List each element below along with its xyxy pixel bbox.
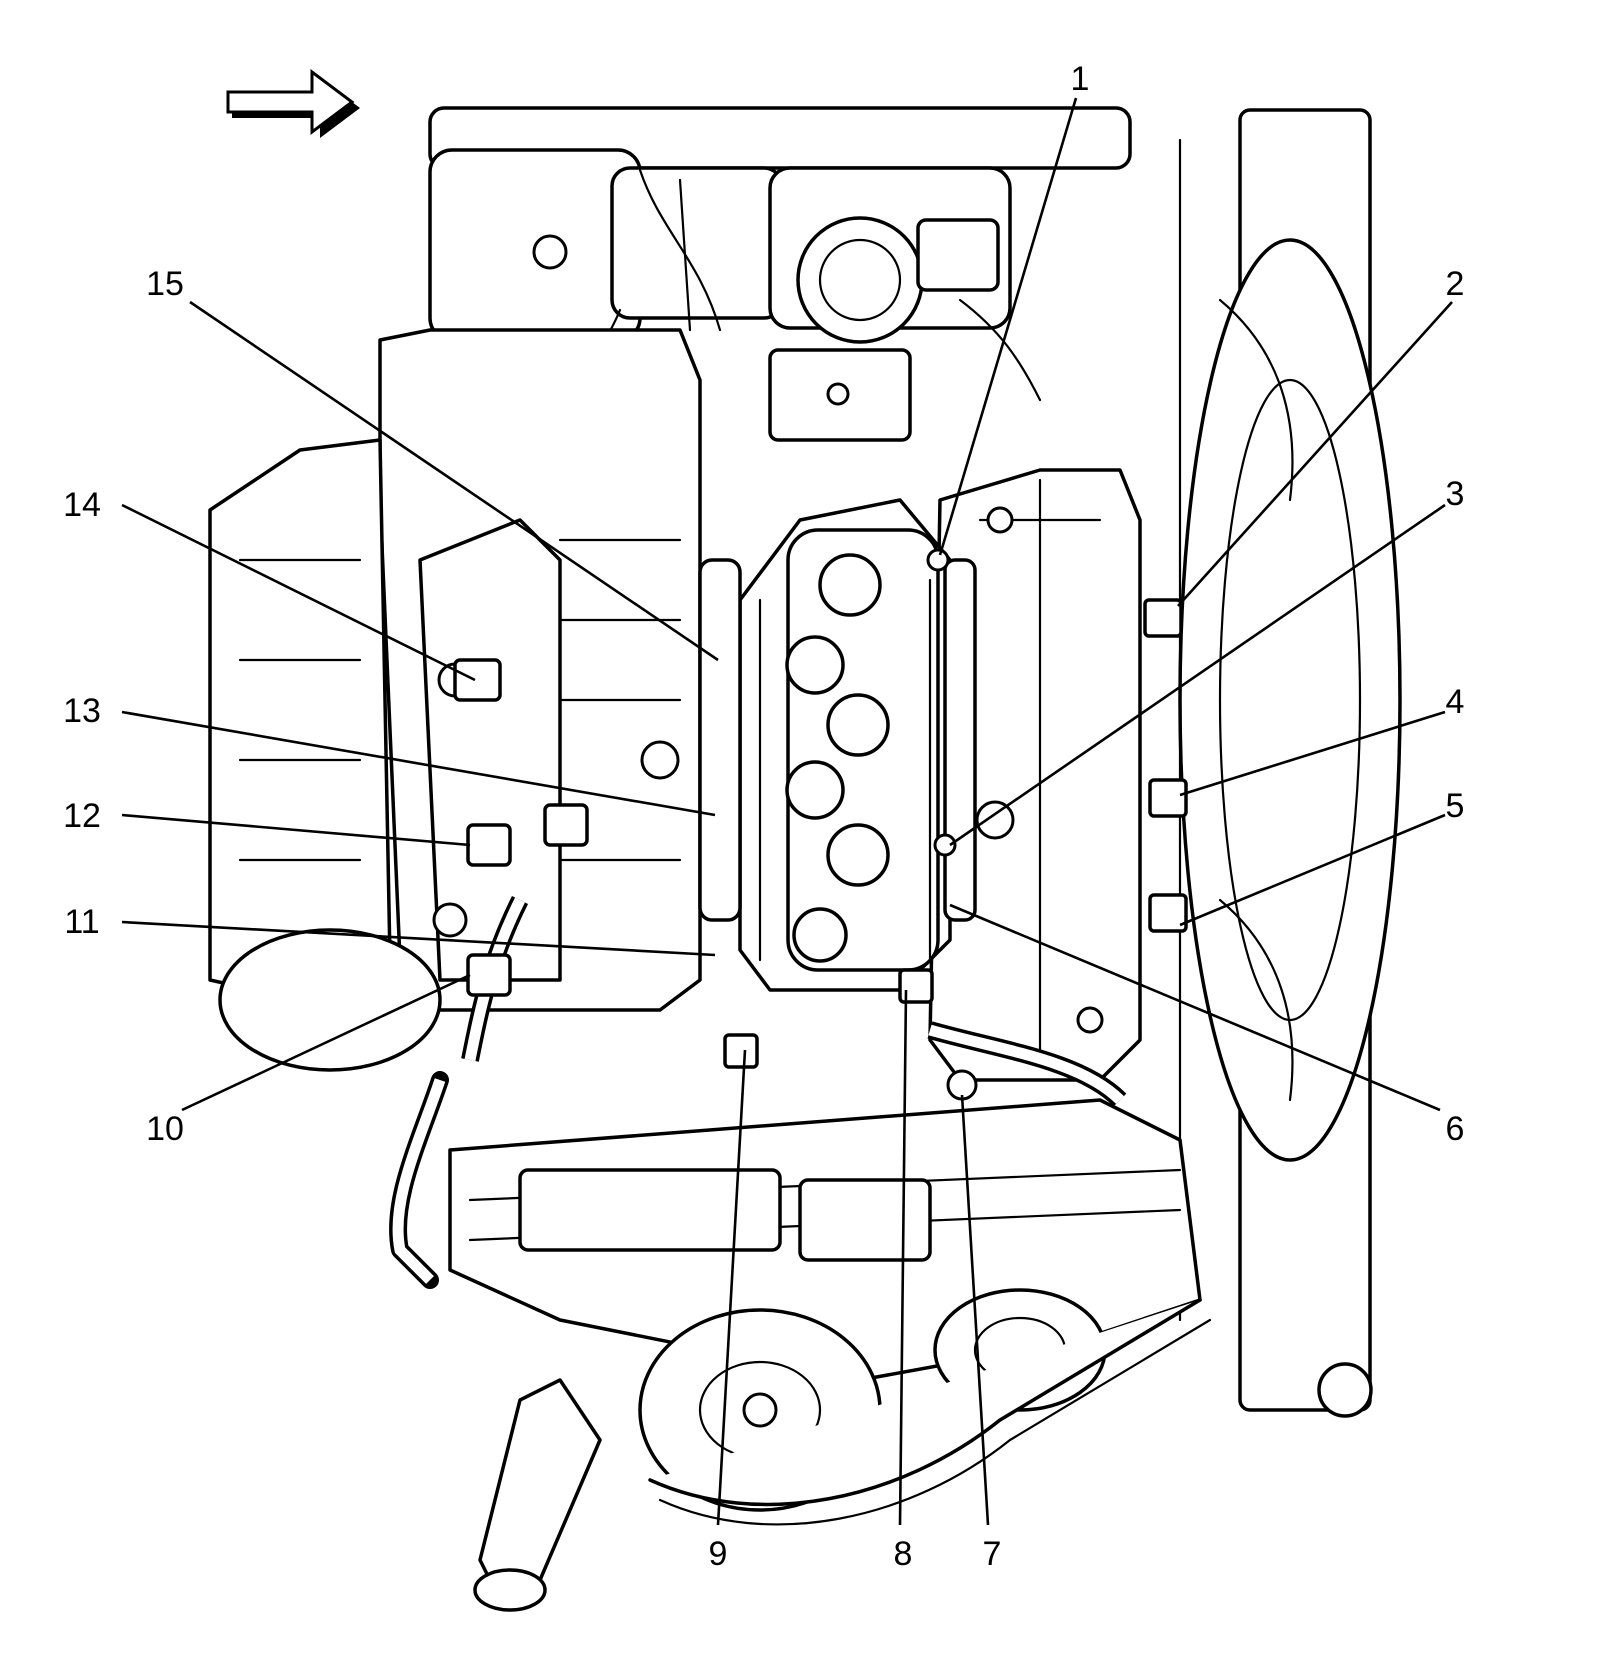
injector-connectors [453,548,1188,1101]
intake-valley [698,498,977,992]
leader-5 [1179,813,1446,927]
leader-1 [938,97,1078,556]
hoses [389,895,1127,1289]
throttle-body-assembly [428,106,1132,442]
callout-labels: 1 2 3 4 5 6 7 8 9 10 11 12 13 14 15 [63,60,1464,1573]
left-housing [208,438,442,1072]
callout-12: 12 [63,797,101,835]
callout-4: 4 [1446,683,1465,721]
leader-3 [949,503,1446,847]
leader-14 [121,503,476,682]
engine-illustration [208,106,1402,1612]
leader-11 [121,920,716,957]
callout-8: 8 [894,1535,913,1573]
callout-10: 10 [146,1110,184,1148]
callout-9: 9 [709,1535,728,1573]
cooling-fan [1178,108,1402,1418]
callout-13: 13 [63,692,101,730]
leader-13 [121,710,716,817]
front-accessory-drive [448,1098,1212,1612]
leader-10 [181,973,471,1112]
leader-15 [189,300,719,662]
leader-8 [898,989,908,1526]
leader-4 [1179,710,1446,797]
front-arrow-icon [226,69,360,138]
leader-6 [949,903,1441,1112]
leader-12 [121,813,471,847]
callout-11: 11 [64,903,99,941]
leader-7 [960,1094,990,1526]
callout-7: 7 [983,1535,1002,1573]
leader-9 [716,1049,747,1526]
leader-lines [121,97,1453,1526]
callout-15: 15 [146,265,184,303]
callout-14: 14 [63,486,101,524]
leader-2 [1177,301,1453,607]
right-cylinder-head [928,468,1142,1082]
callout-1: 1 [1071,60,1090,98]
callout-5: 5 [1446,787,1465,825]
callout-3: 3 [1446,475,1465,513]
callout-2: 2 [1446,265,1465,303]
left-cylinder-head [378,328,702,1012]
callout-6: 6 [1446,1110,1465,1148]
